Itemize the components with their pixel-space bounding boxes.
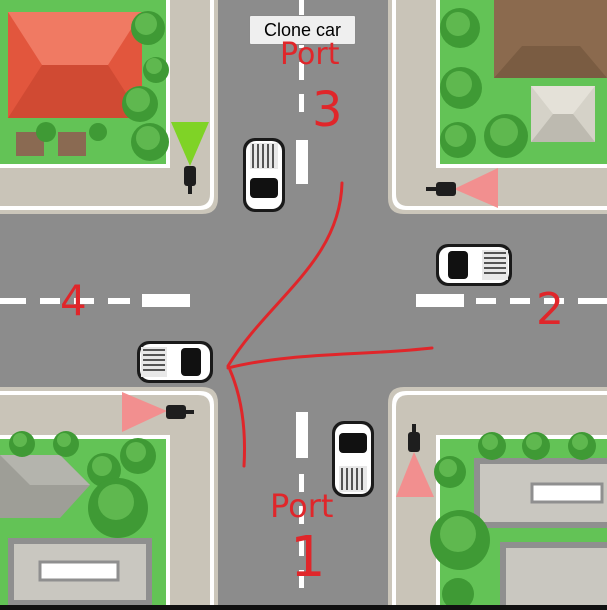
house-grey <box>531 86 595 142</box>
annotation-port-top: Port <box>280 37 340 72</box>
house-brown <box>494 0 607 78</box>
annotation-port-bottom: Port <box>270 487 334 525</box>
house-red <box>8 12 142 118</box>
block-top-right <box>388 0 607 214</box>
annotation-number-1: 1 <box>290 525 326 590</box>
block-bottom-left <box>0 387 218 605</box>
traffic-light-red-icon <box>396 424 434 497</box>
building-left <box>8 538 152 605</box>
route-annotation <box>226 181 434 468</box>
building-right-bottom <box>500 542 607 605</box>
traffic-light-green-icon <box>171 122 209 194</box>
traffic-light-red-icon <box>426 168 498 208</box>
annotation-number-2: 2 <box>536 284 564 335</box>
car-south-lane-icon[interactable] <box>332 421 374 497</box>
building-right-top <box>474 458 607 528</box>
block-bottom-right <box>388 387 607 610</box>
car-west-lane-icon[interactable] <box>137 341 213 383</box>
car-east-lane-icon[interactable] <box>436 244 512 286</box>
block-top-left <box>0 0 218 214</box>
traffic-light-red-icon <box>122 392 194 432</box>
clone-car-button[interactable]: Clone car <box>249 15 356 45</box>
house-grey-left <box>0 455 90 518</box>
annotation-number-3: 3 <box>312 82 343 138</box>
car-north-lane-icon[interactable] <box>243 138 285 212</box>
annotation-number-4: 4 <box>60 276 87 325</box>
lane-markings <box>0 0 607 588</box>
